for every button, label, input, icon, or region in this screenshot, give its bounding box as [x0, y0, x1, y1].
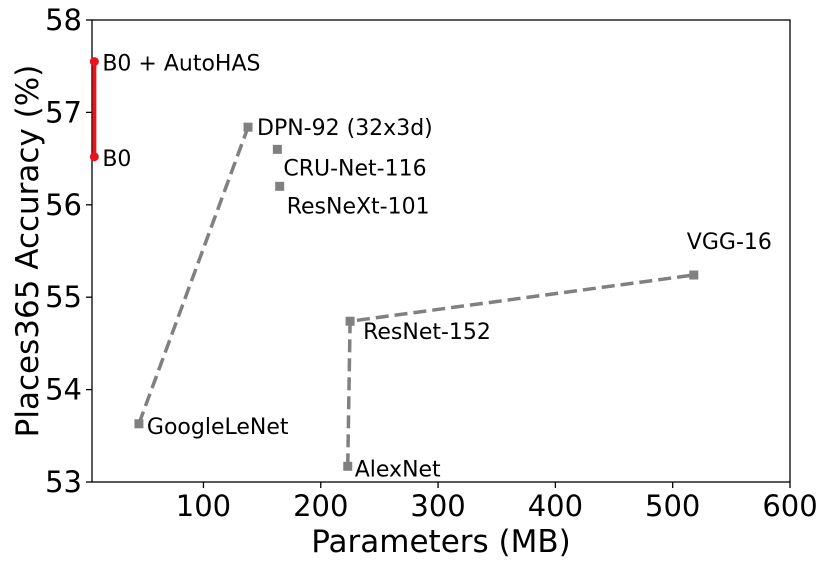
point-label-b0: B0: [102, 147, 131, 172]
point-cru-net-116: [272, 144, 282, 154]
x-axis-ticks: 100 200 300 400 500 600: [176, 482, 818, 523]
y-tick-label: 54: [45, 373, 82, 407]
x-tick-label: 300: [410, 489, 465, 523]
series-line: [345, 273, 695, 467]
y-axis-title: Places365 Accuracy (%): [10, 65, 46, 438]
x-tick-label: 400: [528, 489, 583, 523]
y-tick-label: 58: [45, 3, 82, 37]
y-tick-label: 55: [45, 280, 82, 314]
point-label-googlelenet: GoogleLeNet: [147, 415, 289, 440]
point-dpn-92-32x3d: [243, 122, 253, 132]
x-tick-label: 500: [645, 489, 700, 523]
point-label-vgg-16: VGG-16: [687, 230, 772, 255]
y-axis-ticks: 53 54 55 56 57 58: [45, 3, 92, 499]
point-resnext-101: [275, 181, 285, 191]
series-2: AlexNet ResNet-152 VGG-16: [343, 230, 772, 482]
y-tick-label: 53: [45, 465, 82, 499]
point-label-resnext-101: ResNeXt-101: [287, 194, 430, 219]
point-b0: [89, 152, 99, 162]
point-label-alexnet: AlexNet: [355, 457, 441, 482]
x-tick-label: 200: [293, 489, 348, 523]
series-1: GoogleLeNet DPN-92 (32x3d): [134, 116, 433, 440]
point-b0-autohas: [89, 57, 99, 67]
point-label-dpn-92-32x3d: DPN-92 (32x3d): [257, 116, 433, 141]
series-4: B0 B0 + AutoHAS: [89, 52, 261, 172]
point-label-cru-net-116: CRU-Net-116: [283, 156, 426, 181]
point-googlelenet: [134, 419, 144, 429]
series-line: [137, 126, 250, 425]
x-tick-label: 100: [176, 489, 231, 523]
point-vgg-16: [689, 270, 699, 280]
y-tick-label: 56: [45, 188, 82, 222]
x-tick-label: 600: [762, 489, 817, 523]
point-label-b0-autohas: B0 + AutoHAS: [102, 52, 260, 77]
y-tick-label: 57: [45, 95, 82, 129]
point-alexnet: [343, 461, 353, 471]
point-resnet-152: [345, 316, 355, 326]
point-label-resnet-152: ResNet-152: [363, 320, 491, 345]
x-axis-title: Parameters (MB): [311, 524, 571, 560]
plot-frame: [91, 19, 791, 483]
series-layer: GoogleLeNet DPN-92 (32x3d) AlexNet ResNet-1…: [89, 52, 772, 482]
